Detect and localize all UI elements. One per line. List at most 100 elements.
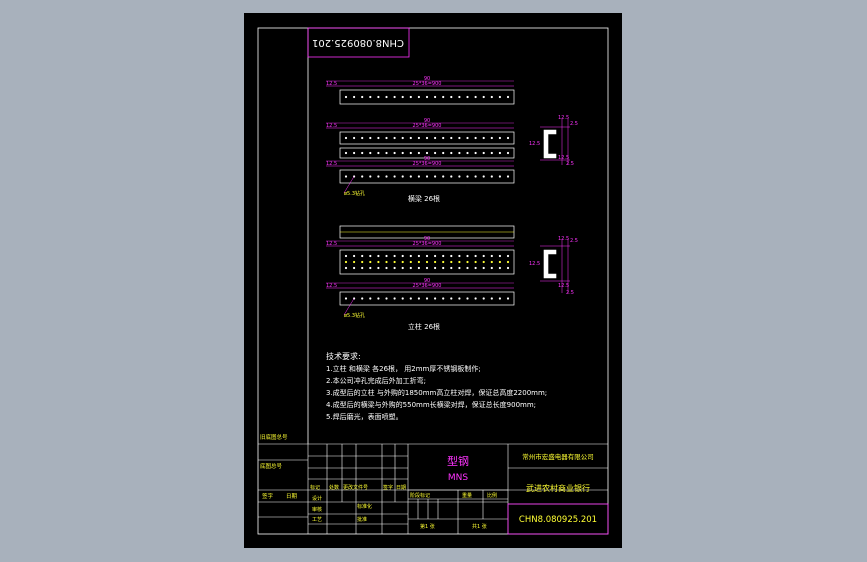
hole [425,254,429,258]
leader-line [343,298,355,316]
hole-callout: ø5.3钻孔 [344,190,365,197]
hole-callout: ø5.3钻孔 [344,312,365,319]
hole [434,260,437,264]
hole [401,151,404,155]
hole [482,136,485,140]
hole [450,266,453,270]
sheet-number: 第1 张 [420,523,435,530]
dim-total: 90 [424,156,430,162]
hole [442,254,445,258]
hole [417,260,420,264]
hole [393,297,396,300]
hole [458,151,461,155]
hole [482,260,485,264]
dim-edge: 12.5 [326,241,337,247]
section-view-top: 12.5 2.5 12.5 2.5 12.5 [529,115,578,167]
hole [425,136,429,140]
hole [474,175,477,178]
hole [458,266,461,270]
hole [385,95,388,99]
hole [417,254,420,258]
hole [474,95,477,99]
dim-pitch: 25*36=900 [413,81,442,87]
hole [353,266,356,270]
hole [361,254,364,258]
hole [490,175,493,178]
sign-label-review: 审核 [312,506,322,513]
hole [490,297,493,300]
hole [474,254,477,258]
hole [344,136,348,140]
hole [482,254,485,258]
hole [450,136,453,140]
dim-pitch: 25*36=900 [413,283,442,289]
section-dim-1: 12.5 [558,115,569,121]
section-dim-9: 2.5 [566,290,574,296]
code-box-text: CHN8.080925.201 [312,37,404,48]
hole [353,151,356,155]
hole [425,175,429,178]
drawing-canvas: CHN8.080925.201 12.5 25*36=900 90 12.5 25*36… [257,27,609,535]
hole [409,175,412,178]
hole [434,254,437,258]
hole [417,136,420,140]
stage-label: 阶段标记 [410,492,430,499]
hole [466,175,469,178]
hole [466,95,469,99]
section-view-bottom: 12.5 2.5 12.5 2.5 12.5 [529,236,578,296]
part-bar [339,89,515,105]
hole [450,151,453,155]
label-sign: 签字 [262,492,274,500]
hole [474,136,477,140]
hole [393,95,396,99]
hole [409,136,412,140]
part-code: MNS [448,473,468,483]
part-bar [339,249,515,275]
row-label-count: 处数 [329,484,339,491]
hole [490,260,493,264]
hole [506,175,510,178]
hole [490,254,493,258]
row-label-sign: 签字 [383,484,393,491]
hole [377,136,380,140]
section-dim-3: 12.5 [558,155,569,161]
hole [434,297,437,300]
hole [425,297,429,300]
section-dim-6: 12.5 [558,236,569,242]
hole [450,95,453,99]
dim-edge: 12.5 [326,81,337,87]
hole [466,260,469,264]
hole [417,175,420,178]
hole [506,297,510,300]
view-caption-post: 立柱 26根 [408,322,440,331]
code-box [307,27,410,58]
hole [458,95,461,99]
hole [442,260,445,264]
hole [401,254,404,258]
hole [506,136,510,140]
hole [385,260,388,264]
hole [409,254,412,258]
row-label-mark: 标记 [310,484,320,491]
title-block [258,443,608,534]
hole [466,151,469,155]
hole [401,260,404,264]
hole [369,136,372,140]
hole [498,95,501,99]
leader-line [343,176,355,194]
hole [450,254,453,258]
hole [417,266,420,270]
inner-frame [257,27,609,535]
hole [369,175,372,178]
sheet-total: 共1 张 [472,523,487,530]
hole [425,151,429,155]
sign-label-approve: 批准 [357,516,367,523]
hole [417,95,420,99]
hole [442,175,445,178]
hole [490,266,493,270]
drawing-sheet: CHN8.080925.201 12.5 25*36=900 90 12.5 25*36… [244,13,622,548]
hole [385,297,388,300]
dim-pitch: 25*36=900 [413,241,442,247]
hole [498,175,501,178]
